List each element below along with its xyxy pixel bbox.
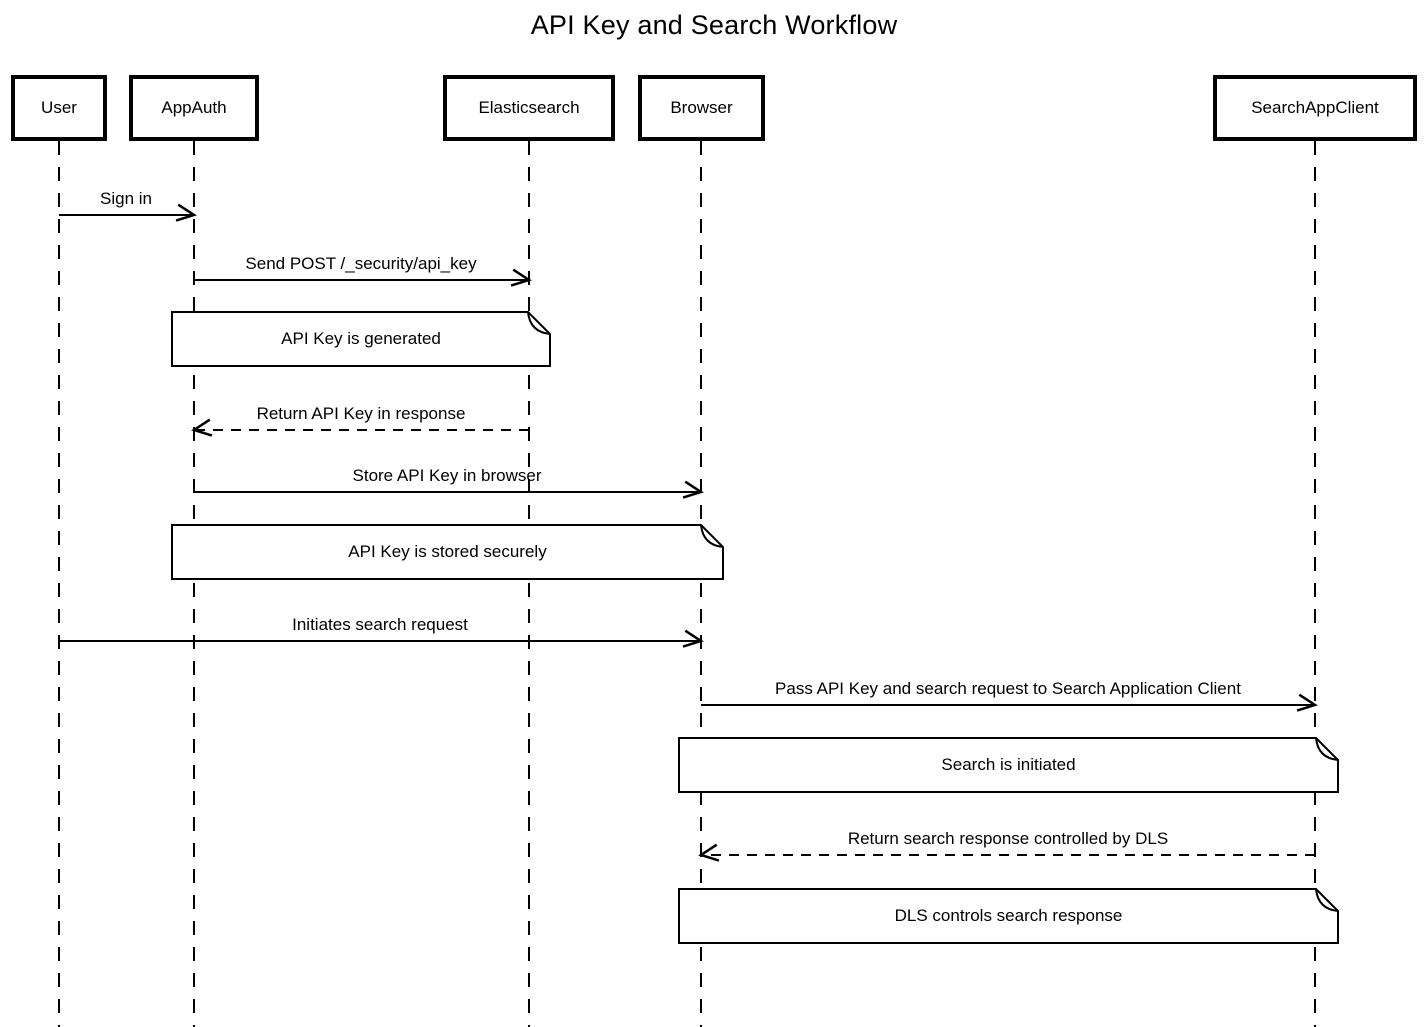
participant-browser: Browser [638, 75, 765, 141]
participant-searchappclient-label: SearchAppClient [1251, 98, 1379, 117]
note-fold-api-key-generated [527, 311, 551, 335]
message-label-send-post: Send POST /_security/api_key [245, 254, 477, 273]
message-label-store-api-key: Store API Key in browser [352, 466, 542, 485]
participant-elasticsearch: Elasticsearch [443, 75, 615, 141]
arrowhead-return-search-response [698, 843, 720, 862]
note-label-search-initiated: Search is initiated [941, 755, 1076, 774]
note-label-api-key-stored: API Key is stored securely [348, 542, 547, 561]
participant-searchappclient: SearchAppClient [1213, 75, 1417, 141]
arrowhead-pass-api-key [1296, 693, 1318, 712]
arrowhead-sign-in [175, 203, 197, 222]
arrowhead-send-post [510, 268, 532, 287]
note-label-dls-controls: DLS controls search response [894, 906, 1123, 925]
arrowhead-initiates-search [682, 629, 704, 648]
participant-elasticsearch-label: Elasticsearch [478, 98, 580, 117]
message-label-initiates-search: Initiates search request [292, 615, 468, 634]
participant-appauth: AppAuth [129, 75, 259, 141]
note-fold-api-key-stored [700, 524, 724, 548]
message-label-sign-in: Sign in [100, 189, 152, 208]
note-fold-dls-controls [1315, 888, 1339, 912]
participant-user-label: User [41, 98, 77, 117]
participant-browser-label: Browser [670, 98, 733, 117]
lifelines [58, 141, 1316, 1027]
participant-user: User [11, 75, 107, 141]
note-shape-search-initiated [678, 737, 1339, 793]
diagram-title: API Key and Search Workflow [530, 10, 898, 40]
participant-appauth-label: AppAuth [161, 98, 227, 117]
note-fold-search-initiated [1315, 737, 1339, 761]
arrowhead-return-api-key [191, 418, 213, 437]
note-shape-dls-controls [678, 888, 1339, 944]
message-label-pass-api-key: Pass API Key and search request to Searc… [775, 679, 1241, 698]
note-shape-api-key-stored [171, 524, 724, 580]
note-shape-api-key-generated [171, 311, 551, 367]
message-label-return-api-key: Return API Key in response [256, 404, 466, 423]
note-label-api-key-generated: API Key is generated [281, 329, 441, 348]
message-label-return-search-response: Return search response controlled by DLS [847, 829, 1169, 848]
arrowhead-store-api-key [682, 480, 704, 499]
